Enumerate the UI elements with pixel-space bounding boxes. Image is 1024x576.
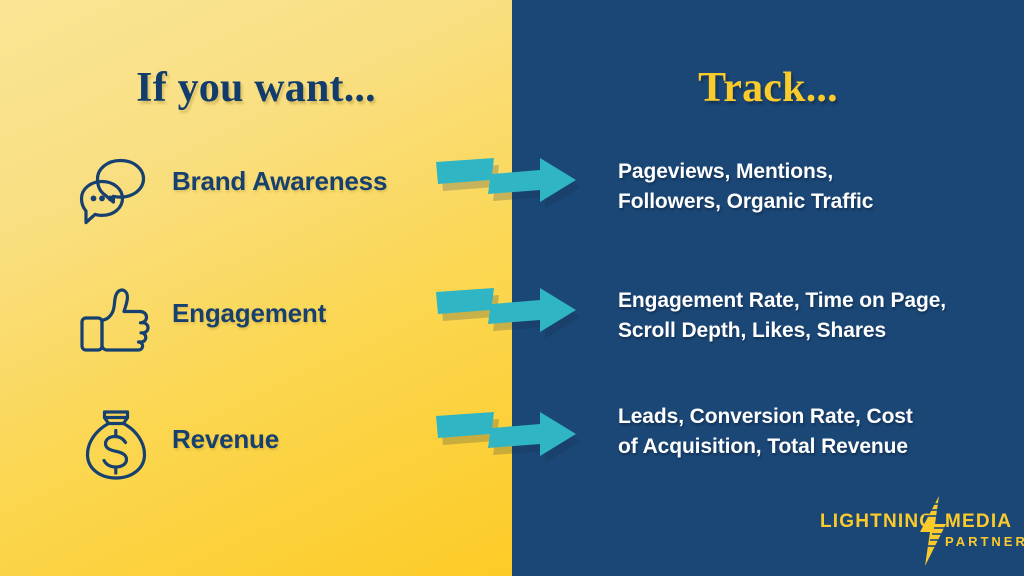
page-title-right: Track... — [698, 65, 838, 111]
metrics-line: Scroll Depth, Likes, Shares — [618, 318, 887, 342]
goal-label: Engagement — [172, 298, 327, 328]
right-panel-background — [512, 0, 1024, 576]
metrics-text: Engagement Rate, Time on Page, Scroll De… — [618, 286, 1018, 346]
page-title-left: If you want... — [136, 65, 376, 111]
left-panel-background — [0, 0, 512, 576]
logo-text-media: MEDIA — [945, 511, 1013, 532]
arrow-right-icon — [436, 286, 586, 348]
lightning-bolt-icon — [912, 496, 954, 566]
metrics-line: Followers, Organic Traffic — [618, 189, 874, 213]
metrics-line: Pageviews, Mentions, — [618, 160, 834, 183]
logo-text-partners: PARTNERS — [945, 534, 1024, 549]
metrics-line: Engagement Rate, Time on Page, — [618, 289, 947, 312]
arrow-right-icon — [436, 410, 586, 472]
goal-label: Revenue — [172, 424, 279, 454]
metrics-text: Pageviews, Mentions, Followers, Organic … — [618, 157, 1018, 217]
metrics-line: Leads, Conversion Rate, Cost — [618, 405, 913, 428]
metrics-line: of Acquisition, Total Revenue — [618, 434, 908, 458]
mapping-row: Engagement Engagement Rate, Time on Page… — [0, 278, 1024, 378]
mapping-row: Revenue Leads, Conversion Rate, Cost of … — [0, 402, 1024, 502]
logo-text-lightning: LIGHTNING — [820, 511, 936, 532]
goal-label: Brand Awareness — [172, 166, 388, 196]
mapping-row: Brand Awareness Pageviews, Mentions, Fol… — [0, 148, 1024, 248]
money-bag-icon — [74, 404, 158, 488]
arrow-right-icon — [436, 156, 586, 218]
brand-logo: LIGHTNING MEDIA PARTNERS — [820, 496, 1024, 566]
thumbs-up-icon — [74, 280, 158, 364]
metrics-text: Leads, Conversion Rate, Cost of Acquisit… — [618, 402, 1018, 462]
speech-bubbles-icon — [74, 150, 158, 234]
